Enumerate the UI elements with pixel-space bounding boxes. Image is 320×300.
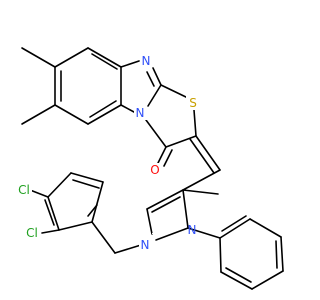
bond — [91, 221, 116, 254]
bond — [280, 236, 284, 272]
atom-n-pyrazole2: N — [152, 223, 196, 237]
bond — [120, 104, 135, 113]
bond — [275, 240, 278, 269]
bond — [163, 149, 173, 167]
bond — [249, 218, 282, 238]
bond — [147, 84, 162, 107]
bond — [182, 169, 221, 191]
atom-cl-1: Cl — [16, 183, 32, 197]
bond — [41, 229, 60, 234]
bond — [87, 104, 122, 125]
atom-o-carbonyl: O — [149, 163, 163, 177]
bond — [165, 135, 197, 148]
bond — [87, 204, 98, 217]
bond — [155, 227, 189, 241]
bond — [114, 244, 142, 254]
bond — [91, 53, 118, 70]
bond — [91, 181, 104, 223]
bond — [89, 100, 117, 118]
atom-n-ring: N — [134, 106, 147, 120]
molecule-svg: N N S O N N Cl Cl — [16, 47, 284, 290]
bond — [87, 47, 122, 68]
bond — [21, 104, 56, 125]
bond — [152, 67, 162, 86]
bond — [146, 71, 155, 87]
bond — [151, 196, 181, 213]
atom-n-pyrazole1: N — [139, 238, 152, 252]
bond — [195, 135, 221, 171]
atom-label-o-carbonyl: O — [150, 163, 159, 177]
atom-s-ring: S — [186, 96, 200, 110]
bond — [251, 270, 284, 290]
atom-label-n-top: N — [142, 54, 151, 68]
atom-cl-2: Cl — [24, 226, 40, 240]
bond — [219, 237, 222, 273]
bond — [225, 267, 252, 283]
atom-n-top: N — [140, 54, 152, 68]
bond — [58, 221, 93, 231]
bond — [219, 218, 251, 239]
bond — [120, 60, 140, 68]
bond — [157, 146, 167, 164]
bond — [47, 196, 60, 231]
bond — [189, 138, 215, 174]
bond — [146, 208, 153, 235]
bond — [182, 189, 189, 229]
molecule-diagram: N N S O N N Cl Cl — [16, 47, 284, 290]
bond — [146, 189, 184, 210]
bond — [44, 199, 55, 226]
bond — [70, 172, 104, 183]
bonds — [21, 47, 284, 290]
bond — [21, 47, 56, 68]
bond — [193, 109, 197, 137]
bond — [47, 172, 72, 198]
bond — [54, 47, 89, 68]
atom-label-n-pyrazole1: N — [141, 238, 150, 252]
bond — [54, 104, 89, 125]
bond — [220, 271, 253, 290]
atom-label-n-pyrazole2: N — [188, 223, 197, 237]
atom-label-cl-1: Cl — [18, 183, 30, 197]
atom-labels: N N S O N N Cl Cl — [16, 54, 200, 252]
atom-label-cl-2: Cl — [26, 226, 38, 240]
atom-label-s-ring: S — [189, 96, 197, 110]
bond — [72, 179, 100, 189]
bond — [221, 215, 247, 232]
atom-label-n-ring: N — [136, 106, 145, 120]
bond — [145, 119, 167, 148]
bond — [187, 227, 221, 239]
bond — [29, 189, 49, 198]
bond — [182, 189, 219, 195]
bond — [160, 84, 189, 99]
